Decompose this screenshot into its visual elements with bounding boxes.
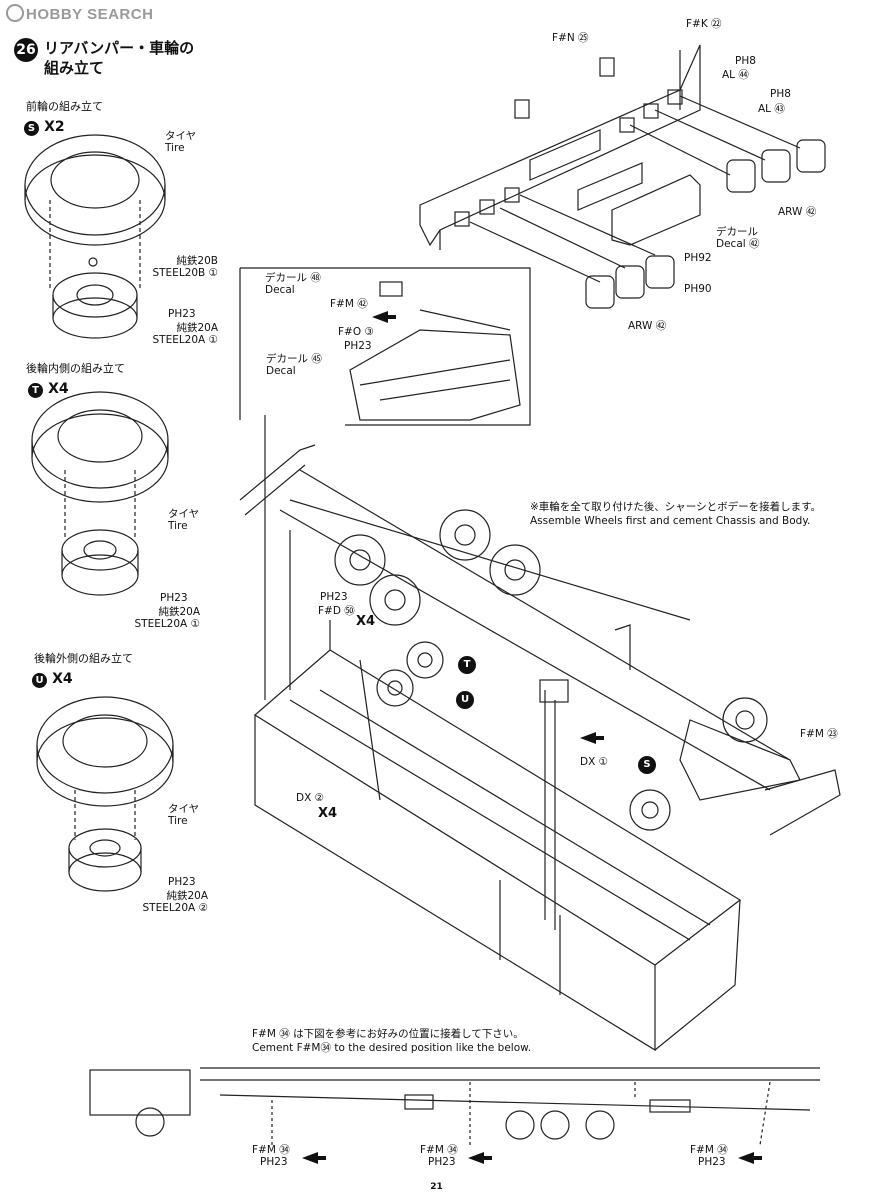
part-fo3: F#O ③ [338, 326, 374, 338]
badge-s: S [24, 121, 39, 136]
rear-outer-tire-drawing [36, 696, 174, 840]
part-x4-a: X4 [356, 614, 376, 629]
part-fn25: F#N ㉕ [552, 32, 589, 44]
direction-arrows [302, 311, 762, 1164]
part-al54: AL ㊹ [722, 69, 749, 81]
front-tire-label: タイヤ Tire [165, 130, 197, 154]
part-decal48: デカール ㊽ Decal [265, 272, 321, 296]
badge-main-s: S [638, 752, 656, 774]
badge-main-t: T [458, 652, 476, 674]
part-ph8-a: PH8 [735, 55, 756, 67]
part-dx1: DX ① [580, 756, 609, 768]
side-view-instruction: F#M ㉞ は下図を参考にお好みの位置に接着して下さい。 Cement F#M㉞… [252, 1028, 532, 1054]
rear-bumper-drawing [419, 44, 801, 283]
trailer-body-drawing [253, 415, 742, 1052]
side-view-drawing [89, 1067, 820, 1146]
front-tire-drawing [24, 134, 166, 290]
part-x4-b: X4 [318, 806, 338, 821]
rear-inner-qty: X4 [48, 381, 69, 397]
front-ph-label: PH23 [168, 308, 196, 320]
step-title: リアバンパー・車輪の 組み立て [44, 39, 195, 77]
rear-outer-steel-label: 純鉄20A STEEL20A ② [142, 890, 208, 914]
rear-inner-tire-label: タイヤ Tire [168, 508, 200, 532]
watermark: HOBBY SEARCH [6, 4, 153, 23]
part-fk22: F#K ㉒ [686, 18, 722, 30]
front-steel-a-label: 純鉄20A STEEL20A ① [152, 322, 218, 346]
rear-inner-badge-row: T X4 [28, 378, 69, 398]
inset-detail-frame [239, 267, 531, 426]
rear-outer-hub-drawing [68, 828, 142, 892]
part-arw72-bottom: ARW ㊷ [628, 320, 667, 332]
part-ph8-b: PH8 [770, 88, 791, 100]
callout-1: F#M ㉞ PH23 [252, 1144, 290, 1168]
part-fd50: F#D ㊿ [318, 605, 355, 617]
badge-main-u: U [456, 687, 474, 709]
part-inset-ph23: PH23 [344, 340, 372, 352]
part-dx2: DX ② [296, 792, 325, 804]
rear-lamp-lenses [585, 139, 826, 309]
front-wheel-badge-row: S X2 [24, 116, 65, 136]
front-wheel-qty: X2 [44, 119, 65, 135]
part-main-ph23: PH23 [320, 591, 348, 603]
rear-inner-hub-drawing [61, 529, 139, 596]
rear-outer-ph-label: PH23 [168, 876, 196, 888]
rear-outer-heading: 後輪外側の組み立て [34, 652, 133, 665]
hobby-search-logo-icon [6, 4, 24, 22]
step-number: 26 [14, 38, 38, 62]
part-fm62: F#M ㊷ [330, 298, 368, 310]
rear-outer-tire-label: タイヤ Tire [168, 803, 200, 827]
front-wheel-hub-drawing [52, 257, 138, 339]
part-fm23: F#M ㉓ [800, 728, 838, 740]
part-ph90: PH90 [684, 283, 712, 295]
chassis-drawing [239, 444, 841, 836]
badge-t: T [28, 383, 43, 398]
part-arw72-right: ARW ㊷ [778, 206, 817, 218]
part-decal52: デカール Decal ㊷ [716, 226, 760, 250]
part-decal55: デカール ㊺ Decal [266, 353, 322, 377]
rear-inner-heading: 後輪内側の組み立て [26, 362, 125, 375]
callout-2: F#M ㉞ PH23 [420, 1144, 458, 1168]
assembly-note: ※車輪を全て取り付けた後、シャーシとボデーを接着します。 Assemble Wh… [530, 501, 822, 527]
callout-3: F#M ㉞ PH23 [690, 1144, 728, 1168]
page-number: 21 [430, 1182, 443, 1192]
rear-outer-badge-row: U X4 [32, 668, 73, 688]
front-wheel-heading: 前輪の組み立て [26, 100, 103, 113]
front-steel-b-label: 純鉄20B STEEL20B ① [152, 255, 218, 279]
rear-outer-qty: X4 [52, 671, 73, 687]
rear-inner-ph-label: PH23 [160, 592, 188, 604]
rear-inner-steel-label: 純鉄20A STEEL20A ① [134, 606, 200, 630]
part-al53: AL ㊸ [758, 103, 785, 115]
badge-u: U [32, 673, 47, 688]
part-ph92: PH92 [684, 252, 712, 264]
rear-inner-tire-drawing [31, 391, 169, 540]
